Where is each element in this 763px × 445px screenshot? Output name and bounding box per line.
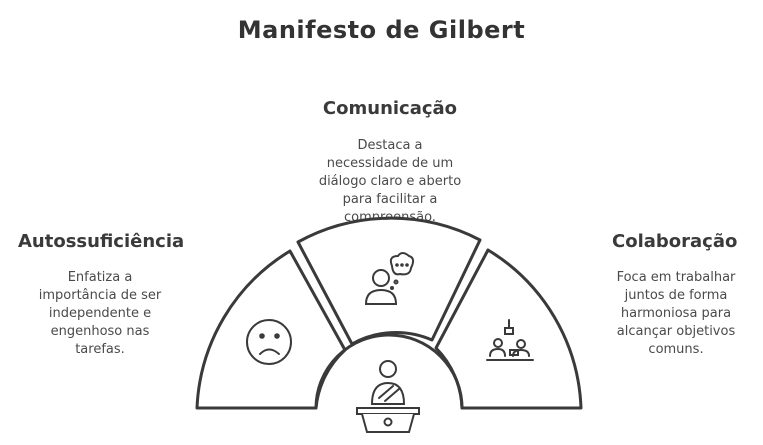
page-title: Manifesto de Gilbert bbox=[237, 16, 526, 44]
comunicacao-heading: Comunicação bbox=[322, 98, 458, 119]
autossuficiencia-heading: Autossuficiência bbox=[18, 231, 185, 252]
speaker-podium-icon bbox=[314, 333, 464, 433]
autossuficiencia-segment[interactable] bbox=[195, 249, 347, 410]
thought-bubble-person-icon bbox=[364, 252, 415, 305]
colaboracao-description: Foca em trabalhar juntos de forma harmon… bbox=[616, 270, 736, 357]
autossuficiencia-description: Enfatiza a importância de ser independen… bbox=[38, 270, 162, 357]
sad-face-icon bbox=[246, 319, 292, 365]
colaboracao-heading: Colaboração bbox=[612, 231, 738, 252]
team-meeting-icon bbox=[486, 319, 534, 361]
